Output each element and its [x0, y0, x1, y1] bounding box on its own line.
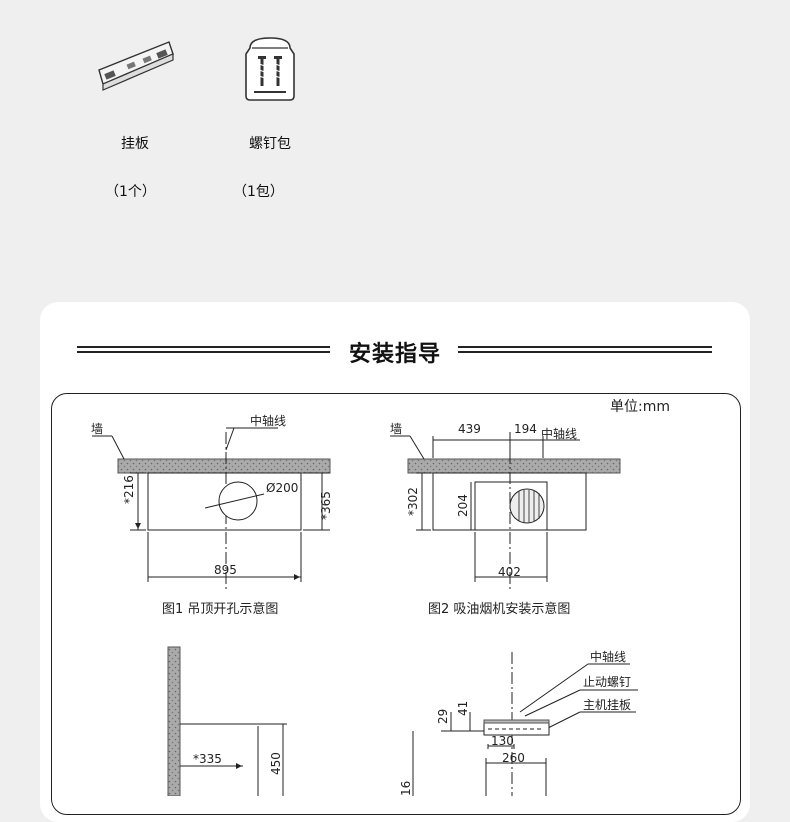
title-rule-right [458, 351, 712, 353]
figure4-bracket-detail [412, 652, 638, 796]
title-rule-right [458, 346, 712, 348]
figure2-hood-installation [390, 432, 621, 590]
figure1-ceiling-opening [92, 427, 331, 590]
fig2-dim-302: *302 [406, 487, 420, 516]
title-rule-left [77, 346, 330, 348]
figure3-side-view [167, 646, 287, 796]
wall-brick [167, 646, 181, 796]
accessory-mounting-plate [95, 38, 177, 98]
fig1-dim-365: *365 [319, 491, 333, 520]
section-title: 安装指导 [348, 342, 441, 367]
fig4-stop-screw-label: 止动螺钉 [583, 675, 631, 689]
fig2-axis-label: 中轴线 [541, 426, 577, 441]
ceiling-brick [117, 458, 331, 474]
fig4-axis-label: 中轴线 [590, 649, 626, 664]
accessory-screw-pack [240, 34, 300, 104]
ceiling-brick [407, 458, 621, 474]
unit-label: 单位:mm [610, 399, 670, 415]
fig2-wall-label: 墙 [390, 422, 402, 436]
fig1-axis-label: 中轴线 [250, 413, 286, 428]
fig4-dim-41: 41 [456, 701, 470, 716]
accessory-name: 螺钉包 [249, 136, 291, 152]
fan-housing [474, 481, 548, 531]
fig2-dim-439: 439 [458, 422, 481, 436]
fig4-dim-260: 260 [502, 751, 525, 765]
duct-hole [218, 481, 258, 521]
fig3-dim-335: *335 [193, 752, 222, 766]
fig1-dim-895: 895 [214, 563, 237, 577]
fig4-dim-29: 29 [436, 709, 450, 724]
mounting-plate-icon [98, 41, 174, 91]
fig1-dim-216: *216 [122, 475, 136, 504]
fig2-dim-194: 194 [514, 422, 537, 436]
fig4-dim-130: 130 [491, 734, 514, 748]
accessory-count: （1包） [233, 184, 284, 200]
accessory-count: （1个） [105, 184, 156, 200]
fig2-dim-204: 204 [456, 494, 470, 517]
hood-body [147, 472, 302, 531]
accessory-name: 挂板 [121, 136, 149, 152]
fig2-dim-402: 402 [498, 565, 521, 579]
screw-pack-icon [245, 37, 295, 101]
fig3-dim-450: 450 [269, 752, 283, 775]
figure2-caption: 图2 吸油烟机安装示意图 [428, 602, 571, 617]
fig1-dim-diameter: Ø200 [266, 481, 298, 495]
fig4-dim-partial: 16 [399, 781, 413, 796]
installation-diagrams: 墙 中轴线 *216 Ø200 *365 895 墙 439 194 [91, 413, 638, 796]
fig1-wall-label: 墙 [91, 422, 103, 436]
figure1-caption: 图1 吊顶开孔示意图 [162, 602, 279, 617]
install-guide-panel [40, 302, 750, 822]
fig4-plate-label: 主机挂板 [583, 698, 631, 712]
title-rule-left [77, 351, 330, 353]
